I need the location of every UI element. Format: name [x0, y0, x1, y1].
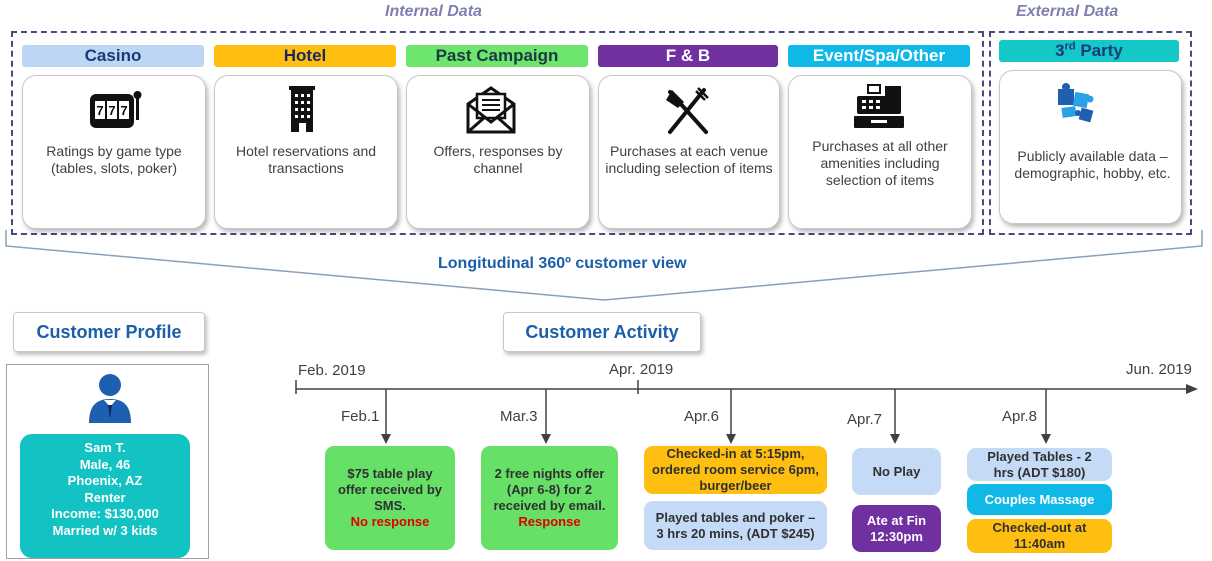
card-desc-casino: Ratings by game type (tables, slots, pok…: [46, 143, 182, 176]
card-desc-past-campaign: Offers, responses by channel: [433, 143, 563, 176]
card-casino: 7 7 7 Ratings by game type (tables, slot…: [22, 75, 206, 229]
category-label-past-campaign: Past Campaign: [406, 45, 588, 67]
puzzle-icon: [1058, 83, 1094, 123]
event-box-mar3-offer: 2 free nights offer (Apr 6-8) for 2 rece…: [481, 446, 618, 550]
event-date-apr7: Apr.7: [847, 411, 883, 428]
card-fnb: Purchases at each venue including select…: [598, 75, 780, 229]
svg-text:7: 7: [108, 103, 115, 118]
event-box-apr8-massage: Couples Massage: [967, 484, 1112, 515]
response-status: Response: [518, 514, 581, 529]
timeline: [295, 380, 1198, 444]
category-label-fnb: F & B: [598, 45, 778, 67]
event-date-apr8: Apr.8: [1002, 408, 1038, 425]
event-box-apr6-checkin: Checked-in at 5:15pm, ordered room servi…: [644, 446, 827, 494]
card-hotel: Hotel reservations and transactions: [214, 75, 398, 229]
card-desc-fnb: Purchases at each venue including select…: [605, 143, 773, 176]
envelope-icon: [466, 86, 516, 134]
axis-date-apr: Apr. 2019: [609, 361, 674, 378]
card-event-spa: Purchases at all other amenities includi…: [788, 75, 972, 229]
profile-housing: Renter: [84, 489, 126, 505]
event-date-feb1: Feb.1: [341, 408, 380, 425]
card-desc-third-party: Publicly available data – demographic, h…: [1014, 148, 1171, 181]
external-data-group: [989, 31, 1192, 235]
profile-location: Phoenix, AZ: [67, 473, 143, 488]
response-status: No response: [350, 514, 430, 529]
profile-family: Married w/ 3 kids: [52, 522, 158, 538]
profile-name: Sam T.: [84, 440, 126, 455]
event-date-mar3: Mar.3: [500, 408, 538, 425]
category-label-hotel: Hotel: [214, 45, 396, 67]
internal-data-group: [11, 31, 984, 235]
category-label-third-party: 3rd Party: [999, 40, 1179, 62]
slot-machine-icon: 7 7 7: [90, 91, 142, 128]
card-desc-event-spa: Purchases at all other amenities includi…: [812, 138, 948, 188]
axis-date-jun: Jun. 2019: [1126, 361, 1192, 378]
person-icon: [89, 374, 131, 423]
event-box-apr7-dining: Ate at Fin 12:30pm: [852, 505, 941, 552]
profile-panel: Sam T. Male, 46 Phoenix, AZ Renter Incom…: [6, 364, 209, 559]
card-past-campaign: Offers, responses by channel: [406, 75, 590, 229]
event-text: 2 free nights offer (Apr 6-8) for 2 rece…: [493, 466, 606, 513]
third-party-sup: rd: [1064, 40, 1076, 53]
card-desc-hotel: Hotel reservations and transactions: [235, 143, 377, 176]
event-box-apr8-play: Played Tables - 2 hrs (ADT $180): [967, 448, 1112, 481]
funnel-chevron: [5, 230, 1203, 301]
internal-data-label: Internal Data: [385, 3, 482, 20]
fork-knife-icon: [666, 87, 709, 134]
category-label-casino: Casino: [22, 45, 204, 67]
event-box-feb1-offer: $75 table play offer received by SMS. No…: [325, 446, 455, 550]
customer-profile-title: Customer Profile: [13, 312, 205, 352]
card-third-party: Publicly available data – demographic, h…: [999, 70, 1182, 224]
profile-card: Sam T. Male, 46 Phoenix, AZ Renter Incom…: [20, 434, 190, 558]
cash-register-icon: [854, 84, 904, 128]
event-box-apr8-checkout: Checked-out at 11:40am: [967, 519, 1112, 553]
third-party-rest: Party: [1075, 41, 1123, 60]
category-label-event-spa: Event/Spa/Other: [788, 45, 970, 67]
event-box-apr7-noplay: No Play: [852, 448, 941, 495]
profile-gender-age: Male, 46: [79, 456, 131, 472]
third-party-3: 3: [1055, 41, 1065, 60]
event-text: $75 table play offer received by SMS.: [337, 466, 443, 513]
profile-income: Income: $130,000: [51, 506, 159, 521]
customer-activity-title: Customer Activity: [503, 312, 701, 352]
axis-date-feb: Feb. 2019: [298, 362, 366, 379]
event-box-apr6-play: Played tables and poker – 3 hrs 20 mins,…: [644, 501, 827, 550]
external-data-label: External Data: [1016, 3, 1119, 20]
event-date-apr6: Apr.6: [684, 408, 720, 425]
building-icon: [289, 86, 315, 132]
summary-label: Longitudinal 360º customer view: [438, 255, 687, 272]
svg-text:7: 7: [96, 103, 103, 118]
svg-text:7: 7: [120, 103, 127, 118]
